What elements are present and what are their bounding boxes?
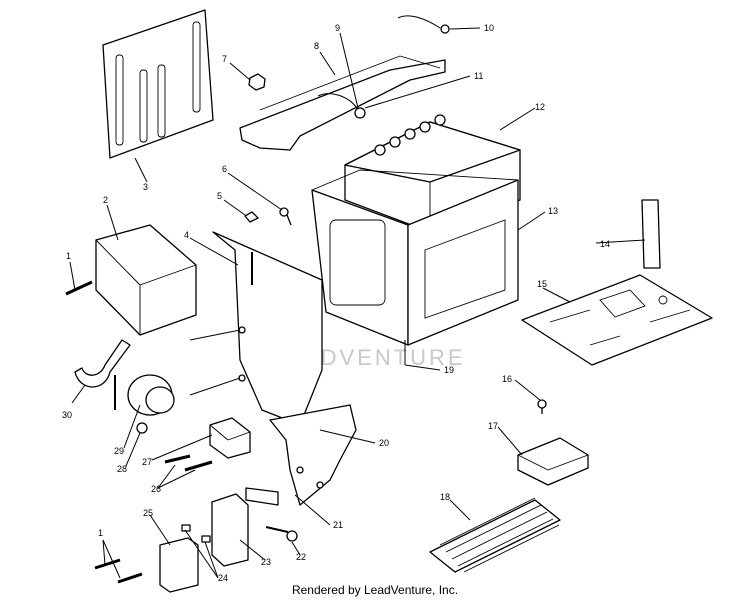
callout-1-lower: 1	[98, 528, 103, 538]
callout-3: 3	[143, 182, 148, 192]
callout-7: 7	[222, 54, 227, 64]
part-2-module	[95, 224, 197, 336]
part-21-block	[245, 487, 279, 506]
part-26-bolt-a	[164, 454, 191, 464]
part-4-panel	[212, 231, 323, 426]
part-6-screw	[279, 207, 292, 226]
callout-22: 22	[296, 552, 306, 562]
footer-credit: Rendered by LeadVenture, Inc.	[291, 583, 459, 597]
callout-8: 8	[314, 41, 319, 51]
part-28-nut	[136, 422, 148, 434]
part-24-spacer-a	[181, 524, 191, 532]
callout-20: 20	[379, 438, 389, 448]
callout-18: 18	[440, 492, 450, 502]
part-16-screw	[537, 399, 547, 414]
callout-27: 27	[142, 457, 152, 467]
callout-25: 25	[143, 508, 153, 518]
part-22-screw	[265, 526, 298, 542]
part-18-heatsink	[429, 497, 561, 573]
callout-16: 16	[502, 374, 512, 384]
part-20-lower-bracket	[269, 404, 357, 506]
part-1-bolt-upper	[65, 280, 93, 296]
callout-23: 23	[261, 557, 271, 567]
callout-9: 9	[335, 23, 340, 33]
leader-lines	[69, 27, 646, 579]
part-1-bolt-lower-b	[117, 572, 143, 584]
callout-6: 6	[222, 164, 227, 174]
callout-15: 15	[537, 279, 547, 289]
part-17-regulator	[517, 437, 589, 486]
callout-12: 12	[535, 102, 545, 112]
part-24-spacer-b	[201, 535, 211, 543]
part-1-bolt-lower-a	[94, 558, 121, 570]
part-11-terminal	[354, 107, 366, 119]
part-8-top-bracket	[239, 55, 446, 151]
part-30-clamp	[74, 339, 131, 388]
callout-26: 26	[151, 484, 161, 494]
callout-24: 24	[218, 573, 228, 583]
part-10-cable	[397, 15, 441, 29]
callout-2: 2	[103, 195, 108, 205]
callout-28: 28	[117, 464, 127, 474]
callout-13: 13	[548, 206, 558, 216]
part-5-clip	[244, 211, 259, 223]
callout-11: 11	[474, 71, 483, 81]
callout-1: 1	[66, 251, 71, 261]
callout-29: 29	[114, 446, 124, 456]
part-10-terminal	[440, 24, 450, 34]
part-15-mat	[521, 274, 713, 366]
callout-4: 4	[184, 230, 189, 240]
callout-21: 21	[333, 520, 343, 530]
part-9-cable	[317, 93, 359, 111]
callout-labels: 1 2 3 4 5 6 7 8 9 10 11 12 13 14 15 16 1…	[62, 23, 610, 583]
part-13-battery-box	[311, 169, 519, 365]
callout-19: 19	[444, 365, 454, 375]
callout-5: 5	[217, 191, 222, 201]
callout-14: 14	[600, 239, 610, 249]
callout-30: 30	[62, 410, 72, 420]
callout-10: 10	[484, 23, 494, 33]
part-27-relay	[209, 417, 251, 459]
part-29-solenoid	[114, 374, 175, 416]
callout-17: 17	[488, 421, 498, 431]
part-26-bolt-b	[184, 460, 213, 472]
part-23-module	[211, 493, 249, 567]
part-25-module	[159, 537, 199, 593]
part-7-nut	[248, 73, 266, 91]
part-3-plate	[102, 9, 214, 159]
part-14-pad	[641, 199, 661, 269]
